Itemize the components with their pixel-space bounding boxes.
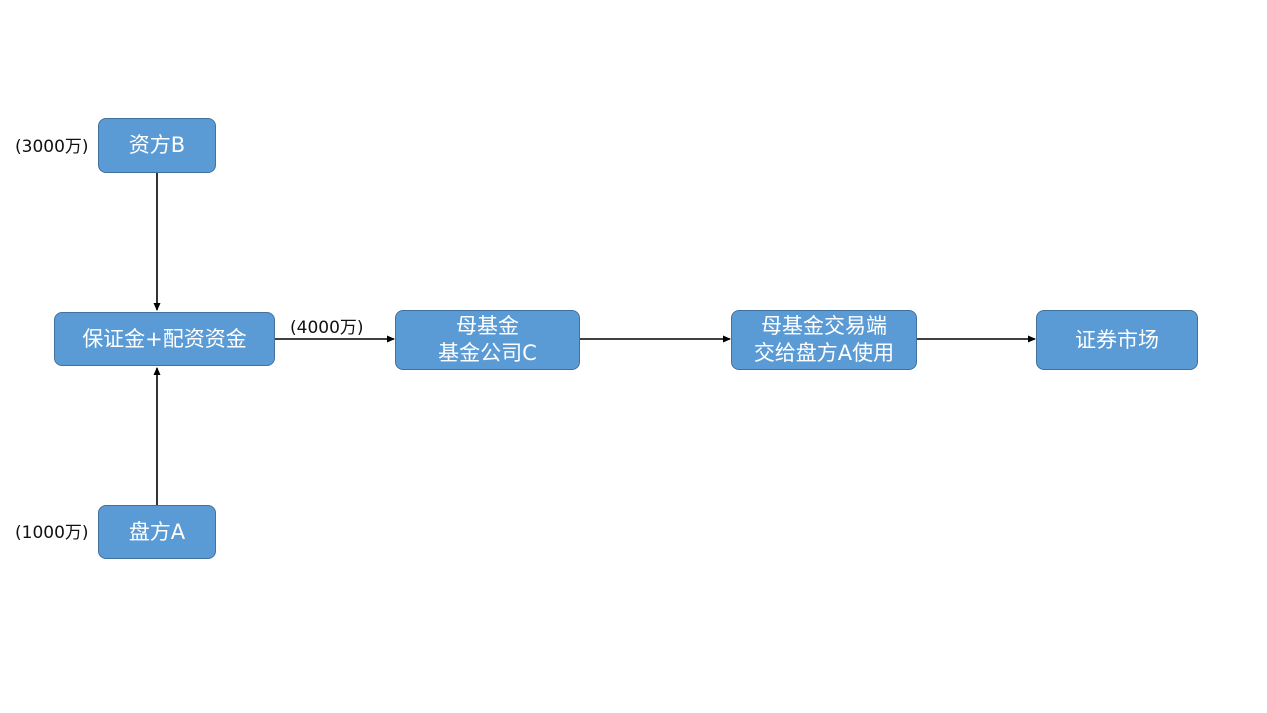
- node-label: 保证金+配资资金: [82, 326, 247, 351]
- node-label-line-1: 母基金交易端: [761, 314, 887, 338]
- amount-investor-b: (3000万): [15, 137, 89, 157]
- node-label: 盘方A: [128, 519, 186, 544]
- node-investor-b: 资方B: [98, 118, 216, 173]
- node-trading-terminal: 母基金交易端 交给盘方A使用: [731, 310, 917, 370]
- node-label: 资方B: [128, 133, 186, 157]
- node-label-line-1: 母基金: [456, 314, 519, 338]
- node-label: 证券市场: [1075, 327, 1159, 352]
- node-label-line-2: 交给盘方A使用: [753, 341, 895, 365]
- node-parent-fund: 母基金 基金公司C: [395, 310, 580, 370]
- node-trader-a: 盘方A: [98, 505, 216, 559]
- node-margin-and-leverage-funds: 保证金+配资资金: [54, 312, 275, 366]
- amount-pool-to-fund: (4000万): [290, 318, 364, 338]
- node-label-line-2: 基金公司C: [438, 341, 537, 365]
- node-securities-market: 证券市场: [1036, 310, 1198, 370]
- amount-trader-a: (1000万): [15, 523, 89, 543]
